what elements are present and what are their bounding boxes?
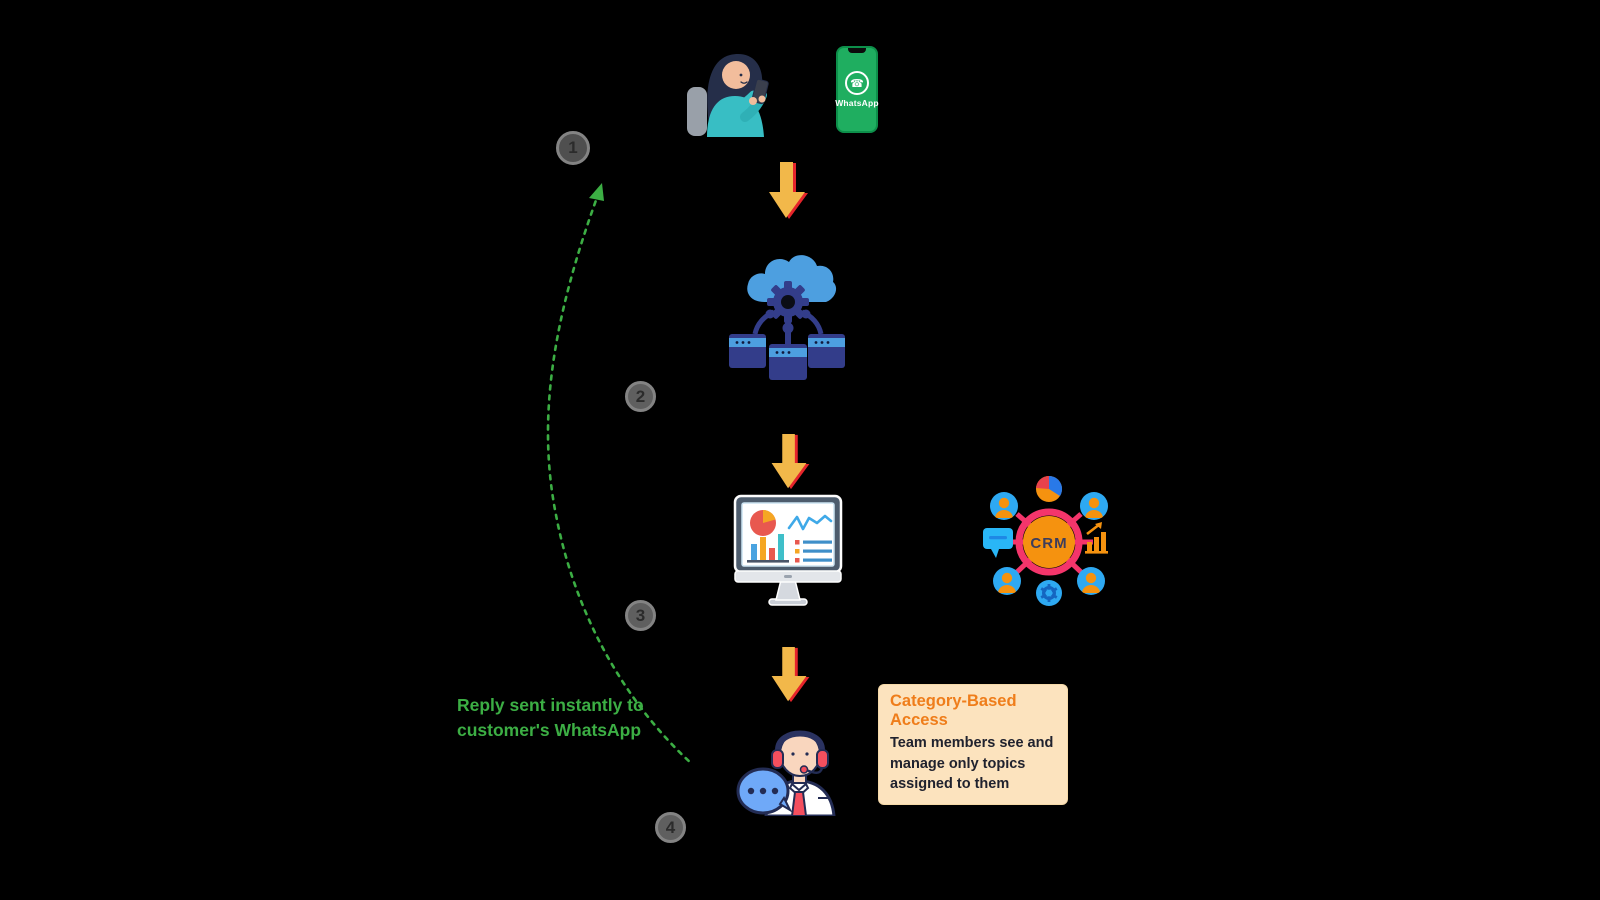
- bar-chart-icon: [747, 534, 789, 563]
- headset-band-icon: [775, 730, 825, 751]
- server-icon-left: [729, 334, 766, 368]
- crm-label: CRM: [1030, 535, 1067, 552]
- down-arrow-icon-3: [771, 646, 810, 703]
- reply-note-line1: Reply sent instantly to: [457, 695, 644, 715]
- step-badge-4: 4: [655, 812, 686, 843]
- server-icon-center: [769, 344, 807, 380]
- headset-icon: [771, 749, 829, 774]
- cloud-server-icon: [729, 255, 845, 380]
- whatsapp-label: WhatsApp: [835, 98, 879, 108]
- reply-note: Reply sent instantly to customer's Whats…: [457, 693, 644, 744]
- crm-network-icon: CRM: [983, 475, 1108, 606]
- speech-bubble-icon: [736, 767, 793, 815]
- tie-icon: [790, 791, 808, 816]
- step-badge-1: 1: [556, 131, 590, 165]
- server-icon-right: [808, 334, 845, 368]
- gear-satellite-icon: [1036, 580, 1062, 606]
- reply-note-line2: customer's WhatsApp: [457, 720, 642, 741]
- line-chart-icon: [787, 514, 833, 531]
- user-satellite-icon: [1077, 567, 1105, 595]
- pie-satellite-icon: [1036, 475, 1063, 502]
- whatsapp-phone-icon: ☎ WhatsApp: [835, 46, 879, 133]
- down-arrow-icon-1: [769, 162, 808, 219]
- step-badge-2: 2: [625, 381, 656, 412]
- step-badge-3: 3: [625, 600, 656, 631]
- dashboard-monitor-icon: [733, 494, 843, 606]
- reply-path-curve: [546, 190, 694, 766]
- user-satellite-icon: [993, 567, 1021, 595]
- user-satellite-icon: [1080, 492, 1108, 520]
- callout-body: Team members see and manage only topics …: [890, 735, 1054, 793]
- support-agent-icon: [736, 730, 836, 816]
- callout: Category-Based Access Team members see a…: [878, 684, 1068, 805]
- reply-path-arrow-icon: [589, 183, 604, 201]
- chat-satellite-icon: [983, 528, 1013, 558]
- down-arrow-icon-2: [771, 433, 810, 490]
- list-icon: [795, 540, 832, 563]
- customer-illustration: [687, 54, 769, 137]
- pie-chart-icon: [750, 510, 776, 536]
- phone-notch: [848, 48, 866, 53]
- growth-chart-satellite-icon: [1085, 522, 1108, 554]
- whatsapp-logo-icon: ☎: [845, 71, 869, 95]
- callout-title: Category-Based Access: [890, 692, 1017, 729]
- gear-icon: [767, 281, 809, 323]
- user-satellite-icon: [990, 492, 1018, 520]
